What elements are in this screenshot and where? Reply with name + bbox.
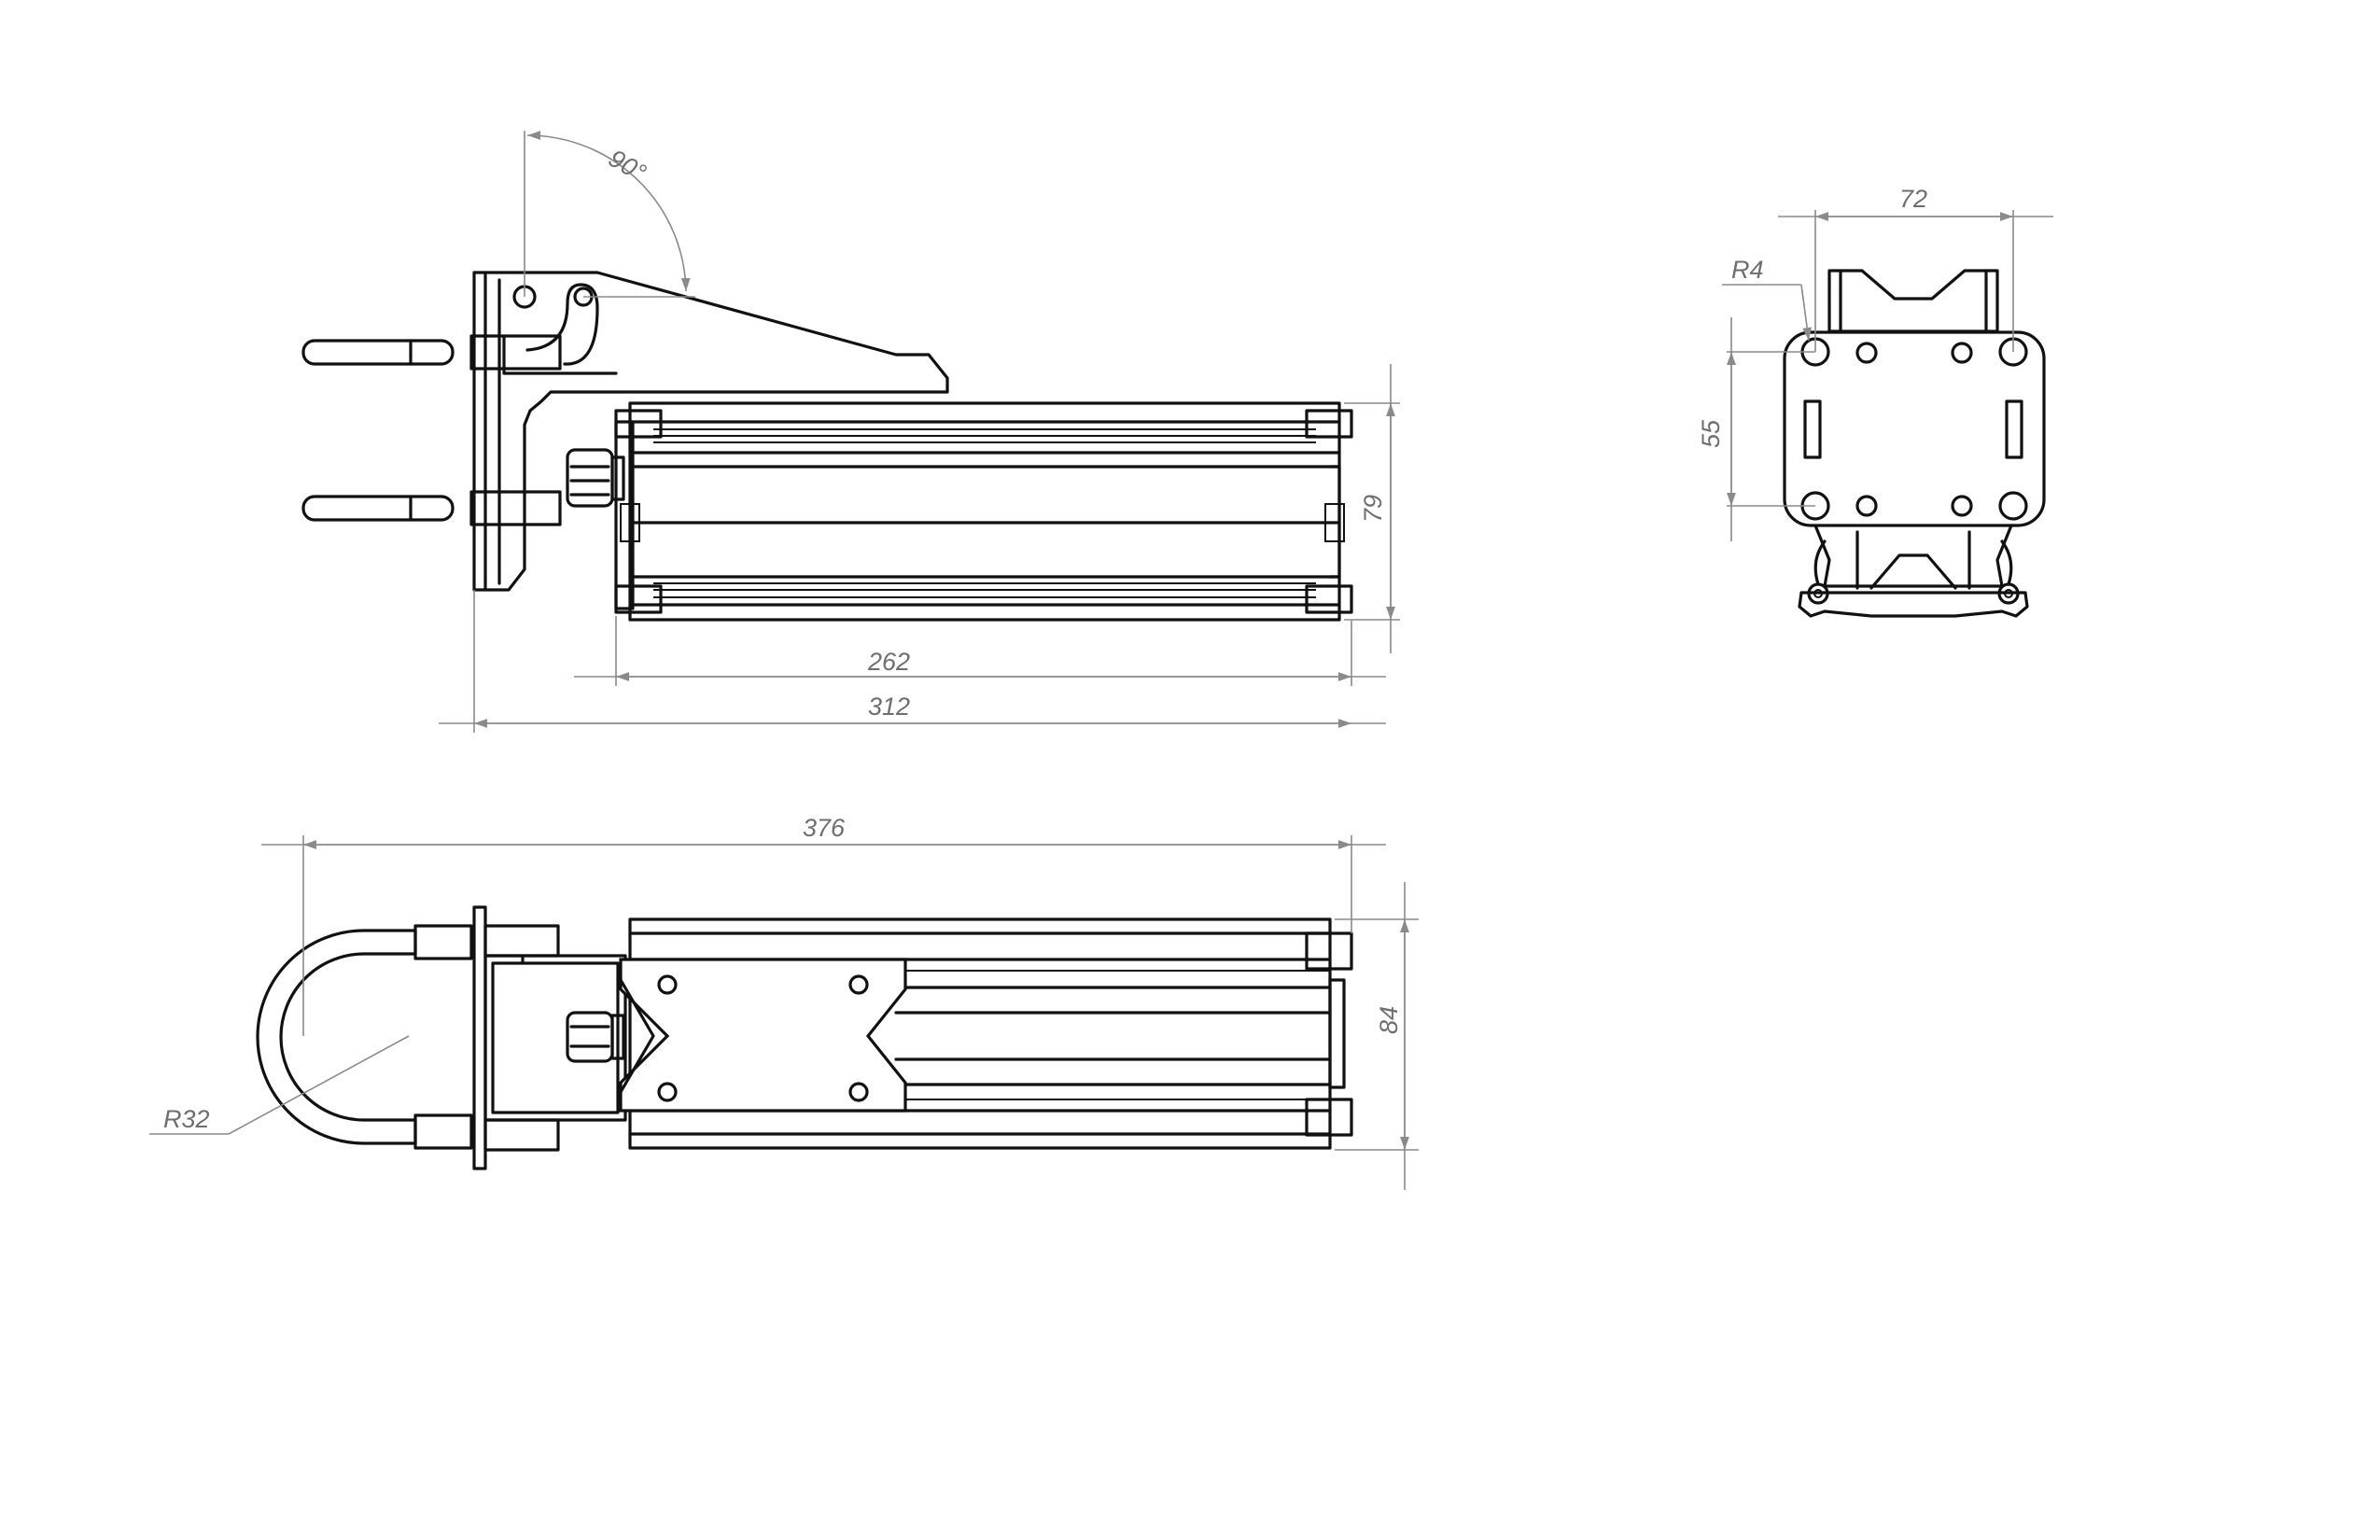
- hole-spacing-label: 55: [1697, 419, 1725, 448]
- hole-top-inner-right: [1951, 342, 1973, 364]
- ubolt-rods-side: [301, 334, 562, 526]
- end-view-dimensions: 72 R4 55: [1697, 185, 2053, 541]
- ubolt-plan: [256, 929, 417, 1145]
- side-view-dimensions: 90° 262 312 79: [439, 131, 1400, 733]
- length-inner-label: 262: [867, 648, 910, 676]
- ubolt-radius-label: R32: [163, 1105, 210, 1133]
- cable-gland-side: [566, 448, 625, 508]
- plan-view-dimensions: 376 84 R32: [149, 814, 1419, 1190]
- mount-plate-side: [472, 271, 949, 592]
- body-mount-plate: [619, 958, 907, 1113]
- hole-radius-label: R4: [1731, 256, 1764, 284]
- side-view: 90° 262 312 79: [301, 131, 1400, 733]
- width-label: 72: [1899, 185, 1927, 213]
- end-plate: [1783, 330, 2046, 527]
- height-plan-label: 84: [1375, 1006, 1403, 1034]
- angle-label: 90°: [604, 144, 651, 187]
- length-total-label: 376: [803, 814, 846, 842]
- end-view: 72 R4 55: [1697, 185, 2053, 618]
- luminaire-body-side: [614, 401, 1353, 622]
- length-outer-label: 312: [868, 693, 910, 721]
- height-side-label: 79: [1359, 495, 1387, 523]
- hole-top-inner-left: [1855, 342, 1878, 364]
- plan-view: 376 84 R32: [149, 814, 1419, 1190]
